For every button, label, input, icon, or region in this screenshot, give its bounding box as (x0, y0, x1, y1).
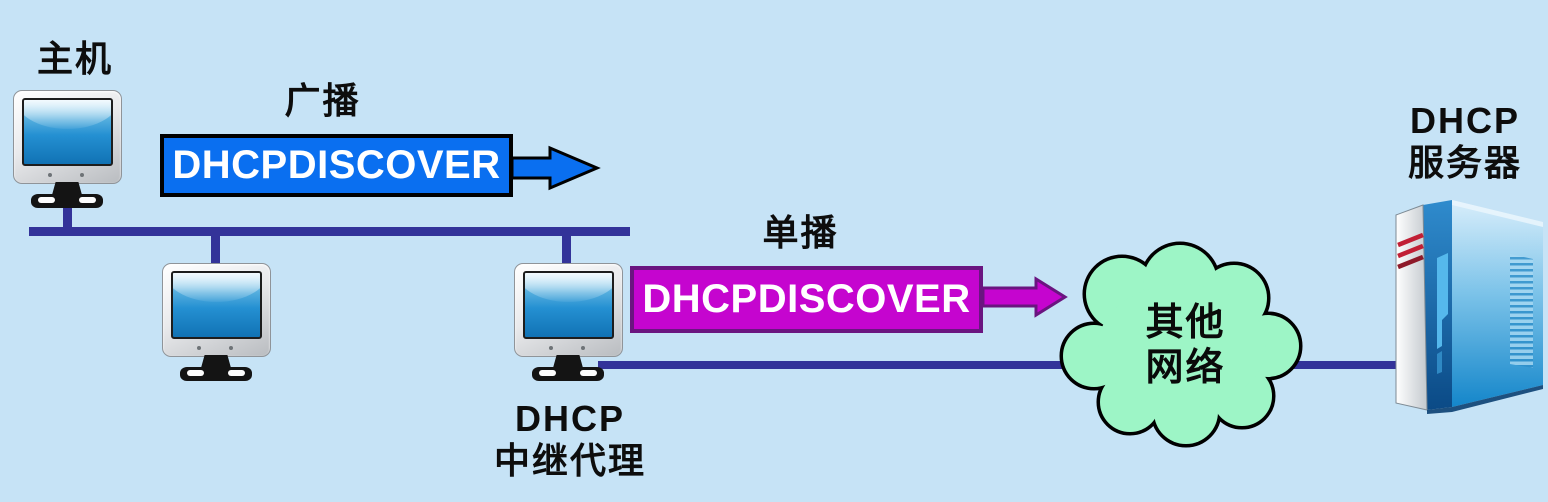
relay-agent-label: DHCP 中继代理 (460, 398, 680, 483)
server-top-edge (1452, 200, 1543, 227)
other-network-label-line2: 网络 (1145, 347, 1226, 389)
monitor-base (532, 367, 604, 381)
monitor-neck (553, 355, 583, 368)
other-network-label: 其他 网络 (1103, 301, 1268, 391)
monitor-base-slot (38, 197, 55, 203)
monitor-neck (52, 182, 82, 195)
server-vent-grid (1510, 254, 1533, 368)
monitor-base-slot (79, 197, 96, 203)
server-handle-lower (1437, 351, 1442, 374)
host-label: 主机 (15, 38, 135, 80)
host-computer-icon (13, 90, 122, 208)
dhcp-server-label-line1: DHCP (1409, 100, 1520, 141)
unicast-message-text: DHCPDISCOVER (642, 277, 971, 321)
monitor-screen (22, 98, 113, 166)
unicast-label: 单播 (728, 212, 873, 254)
dhcp-server-label: DHCP 服务器 (1380, 100, 1548, 185)
relay-computer-icon (514, 263, 623, 381)
broadcast-message-text: DHCPDISCOVER (172, 143, 501, 187)
arrow-shape (510, 145, 601, 191)
host-drop-line (63, 200, 72, 230)
unicast-arrow-icon (981, 276, 1068, 318)
server-handle (1437, 253, 1448, 349)
unicast-label-text: 单播 (762, 212, 839, 253)
monitor-button (229, 346, 233, 350)
relay-agent-label-line2: 中继代理 (493, 440, 646, 482)
cloud-fill (1063, 245, 1299, 444)
lan-computer-drop-line (211, 236, 220, 264)
other-network-label-line1: 其他 (1145, 302, 1226, 344)
monitor-screen (523, 271, 614, 339)
lan-computer-icon (162, 263, 271, 381)
lan-bus-line (29, 227, 630, 236)
monitor-button (581, 346, 585, 350)
relay-drop-line (562, 236, 571, 264)
network-cloud-icon (1059, 241, 1303, 448)
monitor-button (549, 346, 553, 350)
server-red-stripe (1397, 243, 1424, 259)
monitor-base-slot (580, 370, 597, 376)
host-label-text: 主机 (36, 38, 113, 79)
monitor-bezel (13, 90, 122, 184)
monitor-base-slot (187, 370, 204, 376)
server-red-stripe (1397, 254, 1424, 270)
broadcast-message-box: DHCPDISCOVER (160, 134, 513, 197)
arrow-shape (981, 276, 1068, 318)
server-bottom-edge (1427, 385, 1543, 414)
monitor-base-slot (228, 370, 245, 376)
monitor-base-slot (539, 370, 556, 376)
monitor-button (197, 346, 201, 350)
monitor-base (180, 367, 252, 381)
monitor-base (31, 194, 103, 208)
relay-to-server-line (598, 361, 1398, 369)
monitor-bezel (514, 263, 623, 357)
monitor-bezel (162, 263, 271, 357)
unicast-message-box: DHCPDISCOVER (630, 266, 983, 333)
broadcast-label: 广播 (250, 80, 395, 122)
monitor-neck (201, 355, 231, 368)
relay-agent-label-line1: DHCP (514, 398, 625, 439)
server-tower-icon (1395, 200, 1543, 414)
dhcp-server-label-line2: 服务器 (1407, 142, 1522, 184)
server-red-stripe (1397, 232, 1424, 248)
monitor-screen (171, 271, 262, 339)
monitor-button (80, 173, 84, 177)
broadcast-label-text: 广播 (284, 80, 361, 121)
broadcast-arrow-icon (510, 145, 601, 191)
monitor-button (48, 173, 52, 177)
